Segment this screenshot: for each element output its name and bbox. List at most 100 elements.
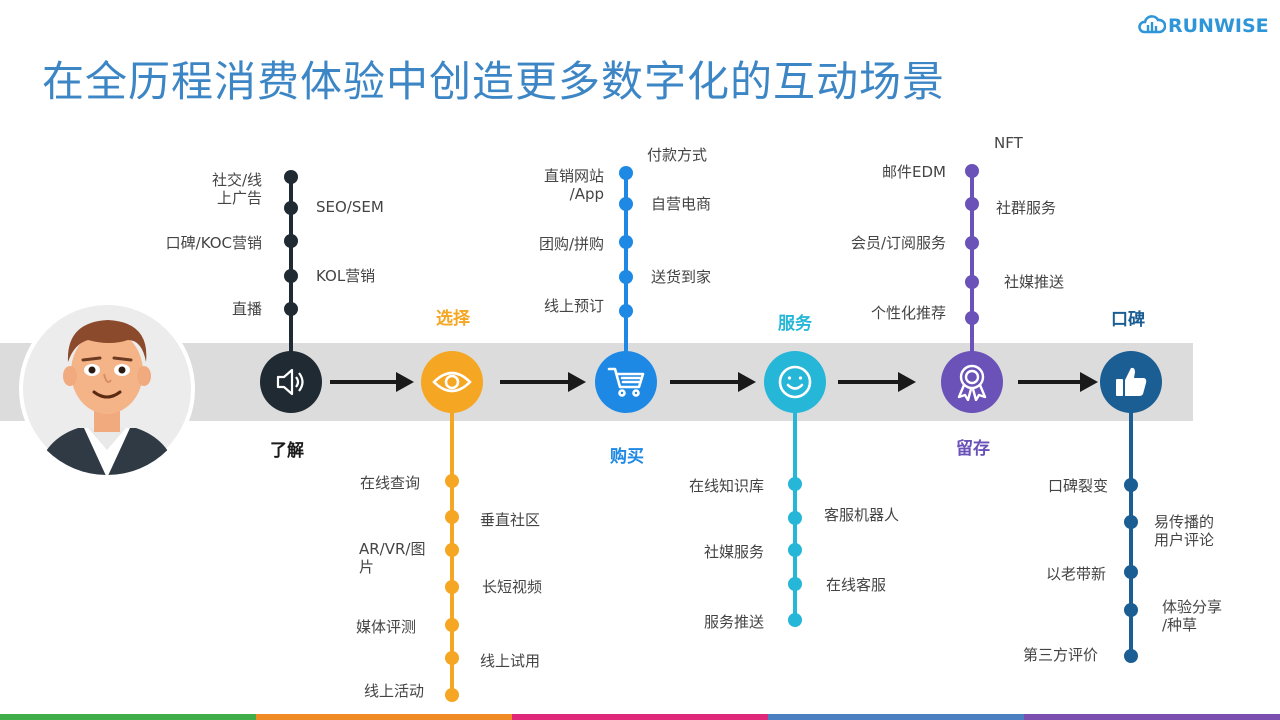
cart-icon xyxy=(607,367,645,397)
touchpoint-label: 直播 xyxy=(231,300,262,318)
touchpoint-label: 线上活动 xyxy=(363,682,424,700)
touchpoint-label: 第三方评价 xyxy=(1022,646,1098,664)
touchpoint-label: 媒体评测 xyxy=(355,618,416,636)
touchpoint-label: 社媒推送 xyxy=(1004,273,1065,291)
stage-5-dot xyxy=(965,236,979,250)
flow-arrow xyxy=(838,380,900,384)
stage-label-retention: 留存 xyxy=(956,439,990,459)
touchpoint-label: 垂直社区 xyxy=(480,511,541,529)
stage-label-choose: 选择 xyxy=(436,309,470,329)
thumbs-up-icon xyxy=(1116,367,1147,396)
flow-arrowhead xyxy=(396,372,414,392)
touchpoint-label: 自营电商 xyxy=(651,195,712,213)
stage-1-dot xyxy=(284,234,298,248)
stage-label-service: 服务 xyxy=(778,314,812,334)
stage-3-line xyxy=(624,172,628,358)
stage-circle-word-of-mouth xyxy=(1100,351,1162,413)
stage-circle-choose xyxy=(421,351,483,413)
touchpoint-label: 直销网站 /App xyxy=(543,167,604,203)
touchpoint-label: KOL营销 xyxy=(316,267,376,285)
stage-2-dot xyxy=(445,651,459,665)
stage-4-dot xyxy=(788,543,802,557)
stage-6-dot xyxy=(1124,478,1138,492)
stage-4-dot xyxy=(788,613,802,627)
flow-arrowhead xyxy=(898,372,916,392)
stage-4-dot xyxy=(788,511,802,525)
eye-icon xyxy=(432,371,472,393)
cloud-logo-icon xyxy=(1138,15,1166,34)
flow-arrow xyxy=(1018,380,1082,384)
stage-label-purchase: 购买 xyxy=(610,447,644,467)
page-title: 在全历程消费体验中创造更多数字化的互动场景 xyxy=(42,57,946,106)
touchpoint-label: 口碑/KOC营销 xyxy=(165,234,262,252)
stage-3-dot xyxy=(619,235,633,249)
stage-2-dot xyxy=(445,510,459,524)
touchpoint-label: 长短视频 xyxy=(482,578,543,596)
avatar xyxy=(18,300,196,478)
stage-1-dot xyxy=(284,170,298,184)
bottom-bar-segment xyxy=(0,714,256,720)
bottom-bar-segment xyxy=(1024,714,1280,720)
stage-5-line xyxy=(970,170,974,356)
touchpoint-label: 付款方式 xyxy=(647,146,708,164)
touchpoint-label: 以老带新 xyxy=(1045,565,1106,583)
stage-5-dot xyxy=(965,164,979,178)
flow-arrowhead xyxy=(738,372,756,392)
touchpoint-label: 客服机器人 xyxy=(824,506,900,524)
stage-1-dot xyxy=(284,201,298,215)
flow-arrow xyxy=(330,380,398,384)
logo-text: RUNWISE xyxy=(1168,15,1269,37)
bottom-bar-segment xyxy=(256,714,512,720)
touchpoint-label: SEO/SEM xyxy=(316,198,384,216)
stage-5-dot xyxy=(965,311,979,325)
stage-2-dot xyxy=(445,688,459,702)
touchpoint-label: 送货到家 xyxy=(651,268,712,286)
touchpoint-label: 社交/线 上广告 xyxy=(211,171,262,207)
touchpoint-label: 个性化推荐 xyxy=(870,304,946,322)
flow-arrow xyxy=(500,380,570,384)
touchpoint-label: 线上预订 xyxy=(543,297,604,315)
touchpoint-label: 社媒服务 xyxy=(703,543,764,561)
bottom-bar-segment xyxy=(768,714,1024,720)
touchpoint-label: 易传播的 用户评论 xyxy=(1154,513,1215,549)
stage-circle-purchase xyxy=(595,351,657,413)
flow-arrowhead xyxy=(1080,372,1098,392)
avatar-illustration xyxy=(19,301,195,477)
touchpoint-label: 团购/拼购 xyxy=(538,235,604,253)
stage-2-dot xyxy=(445,543,459,557)
touchpoint-label: 线上试用 xyxy=(480,652,541,670)
stage-circle-understand xyxy=(260,351,322,413)
stage-3-dot xyxy=(619,166,633,180)
stage-1-line xyxy=(289,176,293,356)
stage-4-dot xyxy=(788,577,802,591)
stage-3-dot xyxy=(619,197,633,211)
touchpoint-label: NFT xyxy=(994,134,1023,152)
stage-circle-service xyxy=(764,351,826,413)
smile-icon xyxy=(778,365,812,399)
stage-2-dot xyxy=(445,474,459,488)
stage-1-dot xyxy=(284,302,298,316)
stage-6-dot xyxy=(1124,515,1138,529)
touchpoint-label: 在线查询 xyxy=(359,474,420,492)
touchpoint-label: 社群服务 xyxy=(996,199,1057,217)
stage-6-dot xyxy=(1124,603,1138,617)
touchpoint-label: 服务推送 xyxy=(703,613,764,631)
touchpoint-label: 在线客服 xyxy=(826,576,887,594)
stage-1-dot xyxy=(284,269,298,283)
stage-2-dot xyxy=(445,580,459,594)
bottom-bar-segment xyxy=(512,714,768,720)
speaker-icon xyxy=(276,368,304,396)
touchpoint-label: 邮件EDM xyxy=(882,163,946,181)
stage-label-word-of-mouth: 口碑 xyxy=(1111,310,1145,330)
touchpoint-label: 体验分享 /种草 xyxy=(1162,598,1223,634)
runwise-logo: RUNWISE xyxy=(1138,12,1269,40)
stage-2-dot xyxy=(445,618,459,632)
flow-arrowhead xyxy=(568,372,586,392)
stage-6-dot xyxy=(1124,649,1138,663)
stage-label-understand: 了解 xyxy=(270,441,304,461)
touchpoint-label: AR/VR/图 片 xyxy=(359,540,426,576)
touchpoint-label: 在线知识库 xyxy=(688,477,764,495)
stage-5-dot xyxy=(965,275,979,289)
award-icon xyxy=(957,364,987,401)
stage-5-dot xyxy=(965,197,979,211)
